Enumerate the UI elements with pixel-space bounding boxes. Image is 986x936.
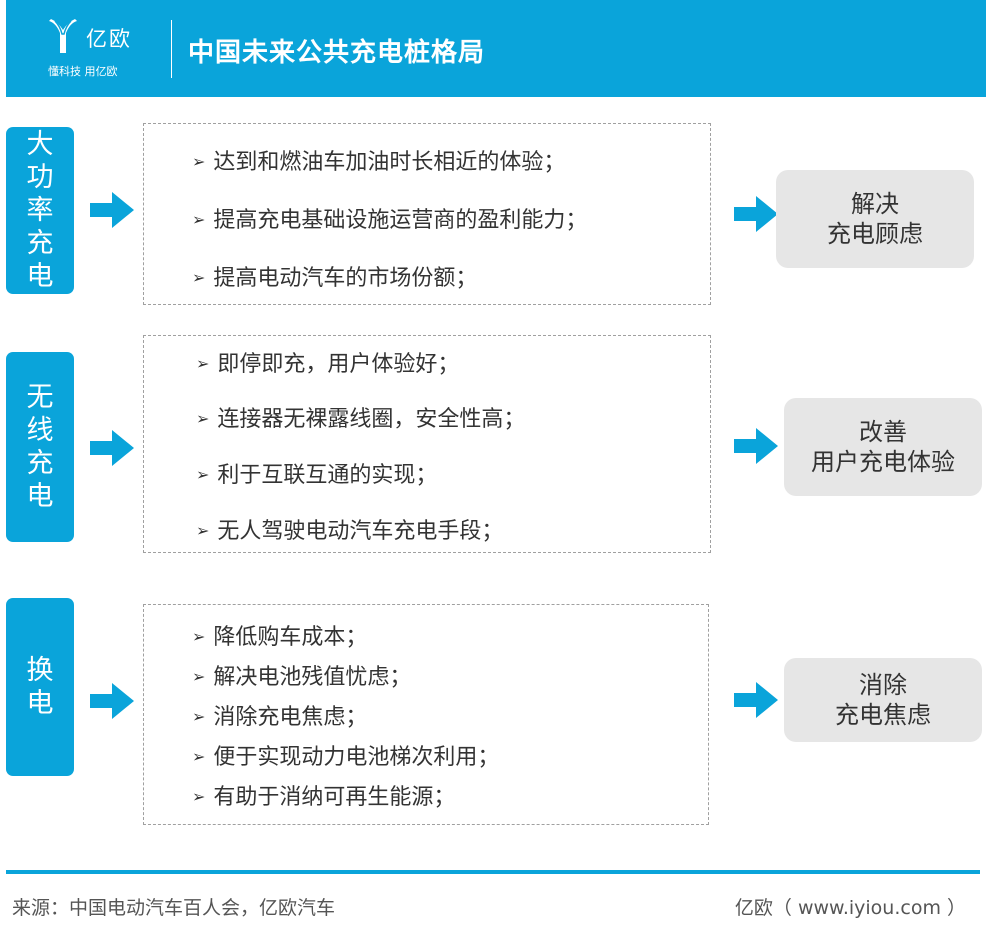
- header-banner: 亿欧 懂科技 用亿欧 中国未来公共充电桩格局: [6, 0, 986, 97]
- right-arrow-icon: [90, 430, 134, 466]
- arrow-bullet-icon: ➢: [192, 627, 206, 646]
- arrow-bullet-icon: ➢: [192, 268, 206, 287]
- arrow-bullet-icon: ➢: [196, 354, 210, 373]
- right-arrow-icon: [734, 428, 778, 464]
- row-label: 无线充电: [6, 352, 74, 542]
- list-item: ➢降低购车成本；: [192, 625, 368, 650]
- points-box: ➢达到和燃油车加油时长相近的体验； ➢提高充电基础设施运营商的盈利能力； ➢提高…: [143, 123, 711, 305]
- list-item: ➢便于实现动力电池梯次利用；: [192, 745, 500, 770]
- arrow-bullet-icon: ➢: [192, 152, 206, 171]
- footer-divider: [6, 870, 980, 874]
- result-line: 消除: [859, 671, 907, 699]
- row-label-text: 大功率充电: [26, 129, 54, 292]
- arrow-bullet-icon: ➢: [192, 707, 206, 726]
- result-line: 充电顾虑: [827, 220, 923, 248]
- list-item: ➢达到和燃油车加油时长相近的体验；: [192, 150, 566, 175]
- result-box: 改善 用户充电体验: [784, 398, 982, 496]
- list-item: ➢提高电动汽车的市场份额；: [192, 266, 478, 291]
- row-label: 大功率充电: [6, 127, 74, 294]
- result-box: 消除 充电焦虑: [784, 658, 982, 742]
- arrow-bullet-icon: ➢: [196, 521, 210, 540]
- arrow-bullet-icon: ➢: [192, 210, 206, 229]
- yiou-logo-icon: [49, 19, 77, 53]
- logo-name: 亿欧: [86, 27, 132, 51]
- source-note: 来源：中国电动汽车百人会，亿欧汽车: [12, 897, 336, 919]
- arrow-bullet-icon: ➢: [192, 667, 206, 686]
- arrow-bullet-icon: ➢: [196, 465, 210, 484]
- list-item: ➢有助于消纳可再生能源；: [192, 785, 456, 810]
- right-arrow-icon: [90, 192, 134, 228]
- arrow-bullet-icon: ➢: [196, 409, 210, 428]
- points-box: ➢降低购车成本； ➢解决电池残值忧虑； ➢消除充电焦虑； ➢便于实现动力电池梯次…: [143, 604, 709, 825]
- right-arrow-icon: [90, 683, 134, 719]
- logo-slogan: 懂科技 用亿欧: [48, 65, 118, 78]
- list-item: ➢解决电池残值忧虑；: [192, 665, 412, 690]
- arrow-bullet-icon: ➢: [192, 787, 206, 806]
- result-box: 解决 充电顾虑: [776, 170, 974, 268]
- result-line: 改善: [859, 418, 907, 446]
- list-item: ➢无人驾驶电动汽车充电手段；: [196, 519, 504, 544]
- list-item: ➢即停即充，用户体验好；: [196, 352, 460, 377]
- result-line: 解决: [851, 190, 899, 218]
- list-item: ➢连接器无裸露线圈，安全性高；: [196, 407, 526, 432]
- row-label-text: 无线充电: [26, 382, 54, 512]
- result-line: 充电焦虑: [835, 701, 931, 729]
- footer-brand: 亿欧（ www.iyiou.com ）: [734, 897, 966, 919]
- right-arrow-icon: [734, 196, 778, 232]
- list-item: ➢提高充电基础设施运营商的盈利能力；: [192, 208, 588, 233]
- arrow-bullet-icon: ➢: [192, 747, 206, 766]
- row-label: 换电: [6, 598, 74, 776]
- logo: 亿欧 懂科技 用亿欧: [46, 17, 156, 83]
- list-item: ➢消除充电焦虑；: [192, 705, 368, 730]
- page-title: 中国未来公共充电桩格局: [188, 38, 486, 68]
- list-item: ➢利于互联互通的实现；: [196, 463, 438, 488]
- result-line: 用户充电体验: [811, 448, 955, 476]
- row-label-text: 换电: [26, 655, 54, 719]
- right-arrow-icon: [734, 682, 778, 718]
- points-box: ➢即停即充，用户体验好； ➢连接器无裸露线圈，安全性高； ➢利于互联互通的实现；…: [143, 335, 711, 553]
- header-divider: [171, 20, 172, 78]
